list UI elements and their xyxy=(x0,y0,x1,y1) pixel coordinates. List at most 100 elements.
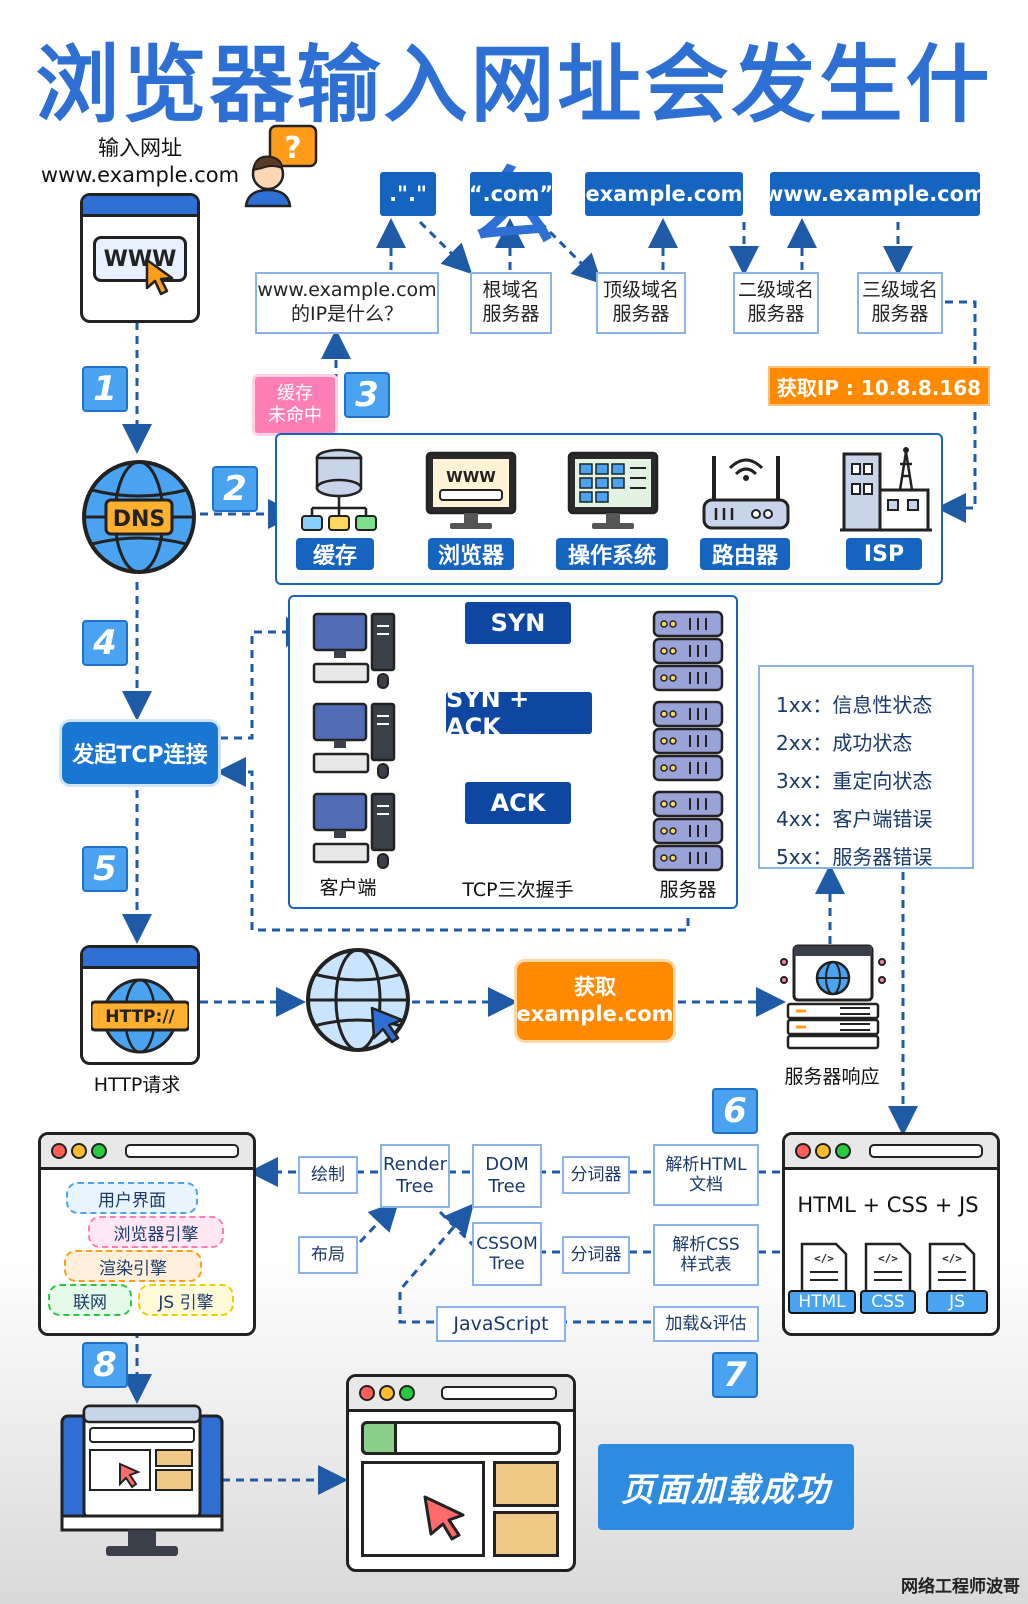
ack-label: ACK xyxy=(465,782,571,824)
third-level-server-line2: 服务器 xyxy=(871,303,929,325)
ip-query-box: www.example.com 的IP是什么？ xyxy=(255,272,439,334)
ip-query-line2: 的IP是什么？ xyxy=(290,303,404,325)
com-zone-box: “.com” xyxy=(469,172,553,216)
parse-html-line1: 解析HTML xyxy=(665,1154,747,1175)
device-label-browser: 浏览器 xyxy=(428,538,514,570)
cursor-icon xyxy=(145,258,174,296)
cache-miss-line1: 缓存 xyxy=(277,383,313,405)
step-5-badge: 5 xyxy=(82,846,128,892)
step-6-badge: 6 xyxy=(712,1088,758,1134)
parse-css-line1: 解析CSS xyxy=(672,1234,740,1255)
final-page-window xyxy=(346,1374,576,1572)
parse-css-box: 解析CSS 样式表 xyxy=(653,1224,759,1286)
ip-result-badge: 获取IP : 10.8.8.168 xyxy=(768,366,990,406)
step-3-badge: 3 xyxy=(344,372,390,418)
server-rack-icon xyxy=(652,790,724,872)
root-server-box: 根域名 服务器 xyxy=(470,272,552,334)
layout-box: 布局 xyxy=(298,1236,358,1274)
ip-query-line1: www.example.com xyxy=(257,279,437,302)
fetch-line2: example.com xyxy=(516,1002,674,1026)
networking-pill: 联网 xyxy=(48,1284,132,1316)
step-8-badge: 8 xyxy=(82,1342,128,1388)
render-tree-box: Render Tree xyxy=(380,1144,450,1208)
tld-server-box: 顶级域名 服务器 xyxy=(596,272,686,334)
rendering-engine-pill: 渲染引擎 xyxy=(64,1250,202,1282)
files-heading: HTML + CSS + JS xyxy=(797,1193,979,1217)
render-tree-line1: Render xyxy=(382,1154,448,1176)
tld-server-line2: 服务器 xyxy=(612,303,670,325)
input-url-label: 输入网址 www.example.com xyxy=(30,135,250,190)
www-text: WWW xyxy=(93,236,187,282)
js-file-tag: JS xyxy=(926,1290,988,1314)
http-icon-text: HTTP:// xyxy=(105,1007,175,1027)
svg-text:</>: </> xyxy=(814,1252,834,1265)
root-zone-box: ."." xyxy=(380,172,436,216)
css-file-tag: CSS xyxy=(860,1290,916,1314)
watermark-author: 网络工程师波哥 xyxy=(901,1577,1020,1597)
status-3xx: 3xx：重定向状态 xyxy=(776,769,933,793)
http-browser-icon: HTTP:// xyxy=(80,945,200,1065)
server-label: 服务器 xyxy=(659,879,717,901)
status-2xx: 2xx：成功状态 xyxy=(776,731,913,755)
root-server-line1: 根域名 xyxy=(482,279,540,302)
server-response-icon xyxy=(780,944,886,1050)
fetch-example-box: 获取 example.com xyxy=(516,962,674,1040)
tld-server-line1: 顶级域名 xyxy=(602,279,679,302)
browser-monitor-icon: WWW xyxy=(425,451,517,529)
isp-building-icon xyxy=(840,447,932,532)
desktop-monitor-icon xyxy=(60,1404,224,1556)
os-monitor-icon xyxy=(567,451,659,529)
cache-database-icon xyxy=(301,448,377,531)
page-load-success-banner: 页面加载成功 xyxy=(598,1444,854,1530)
dom-tree-line2: Tree xyxy=(488,1176,526,1197)
device-label-cache: 缓存 xyxy=(296,538,374,570)
http-request-label: HTTP请求 xyxy=(93,1074,181,1096)
render-tree-line2: Tree xyxy=(396,1176,434,1197)
synack-label: SYN + ACK xyxy=(446,685,592,741)
device-label-isp: ISP xyxy=(846,538,922,570)
step-7-badge: 7 xyxy=(712,1352,758,1398)
second-level-server-box: 二级域名 服务器 xyxy=(733,272,819,334)
cssom-tree-line1: CSSOM xyxy=(476,1233,538,1254)
server-rack-icon xyxy=(652,610,724,692)
second-level-server-line2: 服务器 xyxy=(747,303,805,325)
device-label-router: 路由器 xyxy=(700,538,790,570)
file-icons-group: </></></> xyxy=(800,1242,976,1304)
browser-engine-pill: 浏览器引擎 xyxy=(88,1216,224,1248)
step-1-badge: 1 xyxy=(82,366,128,412)
status-code-panel: 1xx：信息性状态 2xx：成功状态 3xx：重定向状态 4xx：客户端错误 5… xyxy=(758,665,974,869)
parse-css-line2: 样式表 xyxy=(680,1255,732,1275)
server-response-label: 服务器响应 xyxy=(784,1066,880,1088)
third-level-server-box: 三级域名 服务器 xyxy=(857,272,943,334)
load-eval-box: 加载&评估 xyxy=(653,1306,759,1342)
status-1xx: 1xx：信息性状态 xyxy=(776,693,933,717)
client-computer-icon xyxy=(312,792,396,869)
javascript-box: JavaScript xyxy=(436,1306,566,1342)
internet-globe-icon xyxy=(306,948,410,1052)
http-globe-icon: HTTP:// xyxy=(91,978,189,1054)
svg-text:WWW: WWW xyxy=(446,468,496,486)
example-zone-box: “example.com” xyxy=(572,172,756,216)
dom-tree-box: DOM Tree xyxy=(472,1144,542,1208)
input-url-heading: 输入网址 xyxy=(98,136,182,160)
tokenizer-html-box: 分词器 xyxy=(562,1156,630,1194)
dom-tree-line1: DOM xyxy=(485,1154,529,1176)
status-4xx: 4xx：客户端错误 xyxy=(776,807,933,831)
syn-label: SYN xyxy=(465,602,571,644)
svg-text:</>: </> xyxy=(942,1252,962,1265)
tcp-connect-button[interactable]: 发起TCP连接 xyxy=(62,722,218,784)
client-computer-icon xyxy=(312,702,396,779)
step-4-badge: 4 xyxy=(82,620,128,666)
tokenizer-css-box: 分词器 xyxy=(562,1236,630,1274)
www-zone-box: “www.example.com” xyxy=(750,172,1000,216)
second-level-server-line1: 二级域名 xyxy=(737,279,814,302)
cache-miss-badge: 缓存 未命中 xyxy=(252,374,338,436)
handshake-label: TCP三次握手 xyxy=(462,879,574,901)
root-server-line2: 服务器 xyxy=(482,303,540,325)
step-2-badge: 2 xyxy=(212,466,258,512)
confused-person-icon: ? xyxy=(244,124,318,208)
final-cursor-icon xyxy=(423,1495,465,1541)
cssom-tree-box: CSSOM Tree xyxy=(472,1222,542,1286)
input-url-value: www.example.com xyxy=(40,163,240,188)
